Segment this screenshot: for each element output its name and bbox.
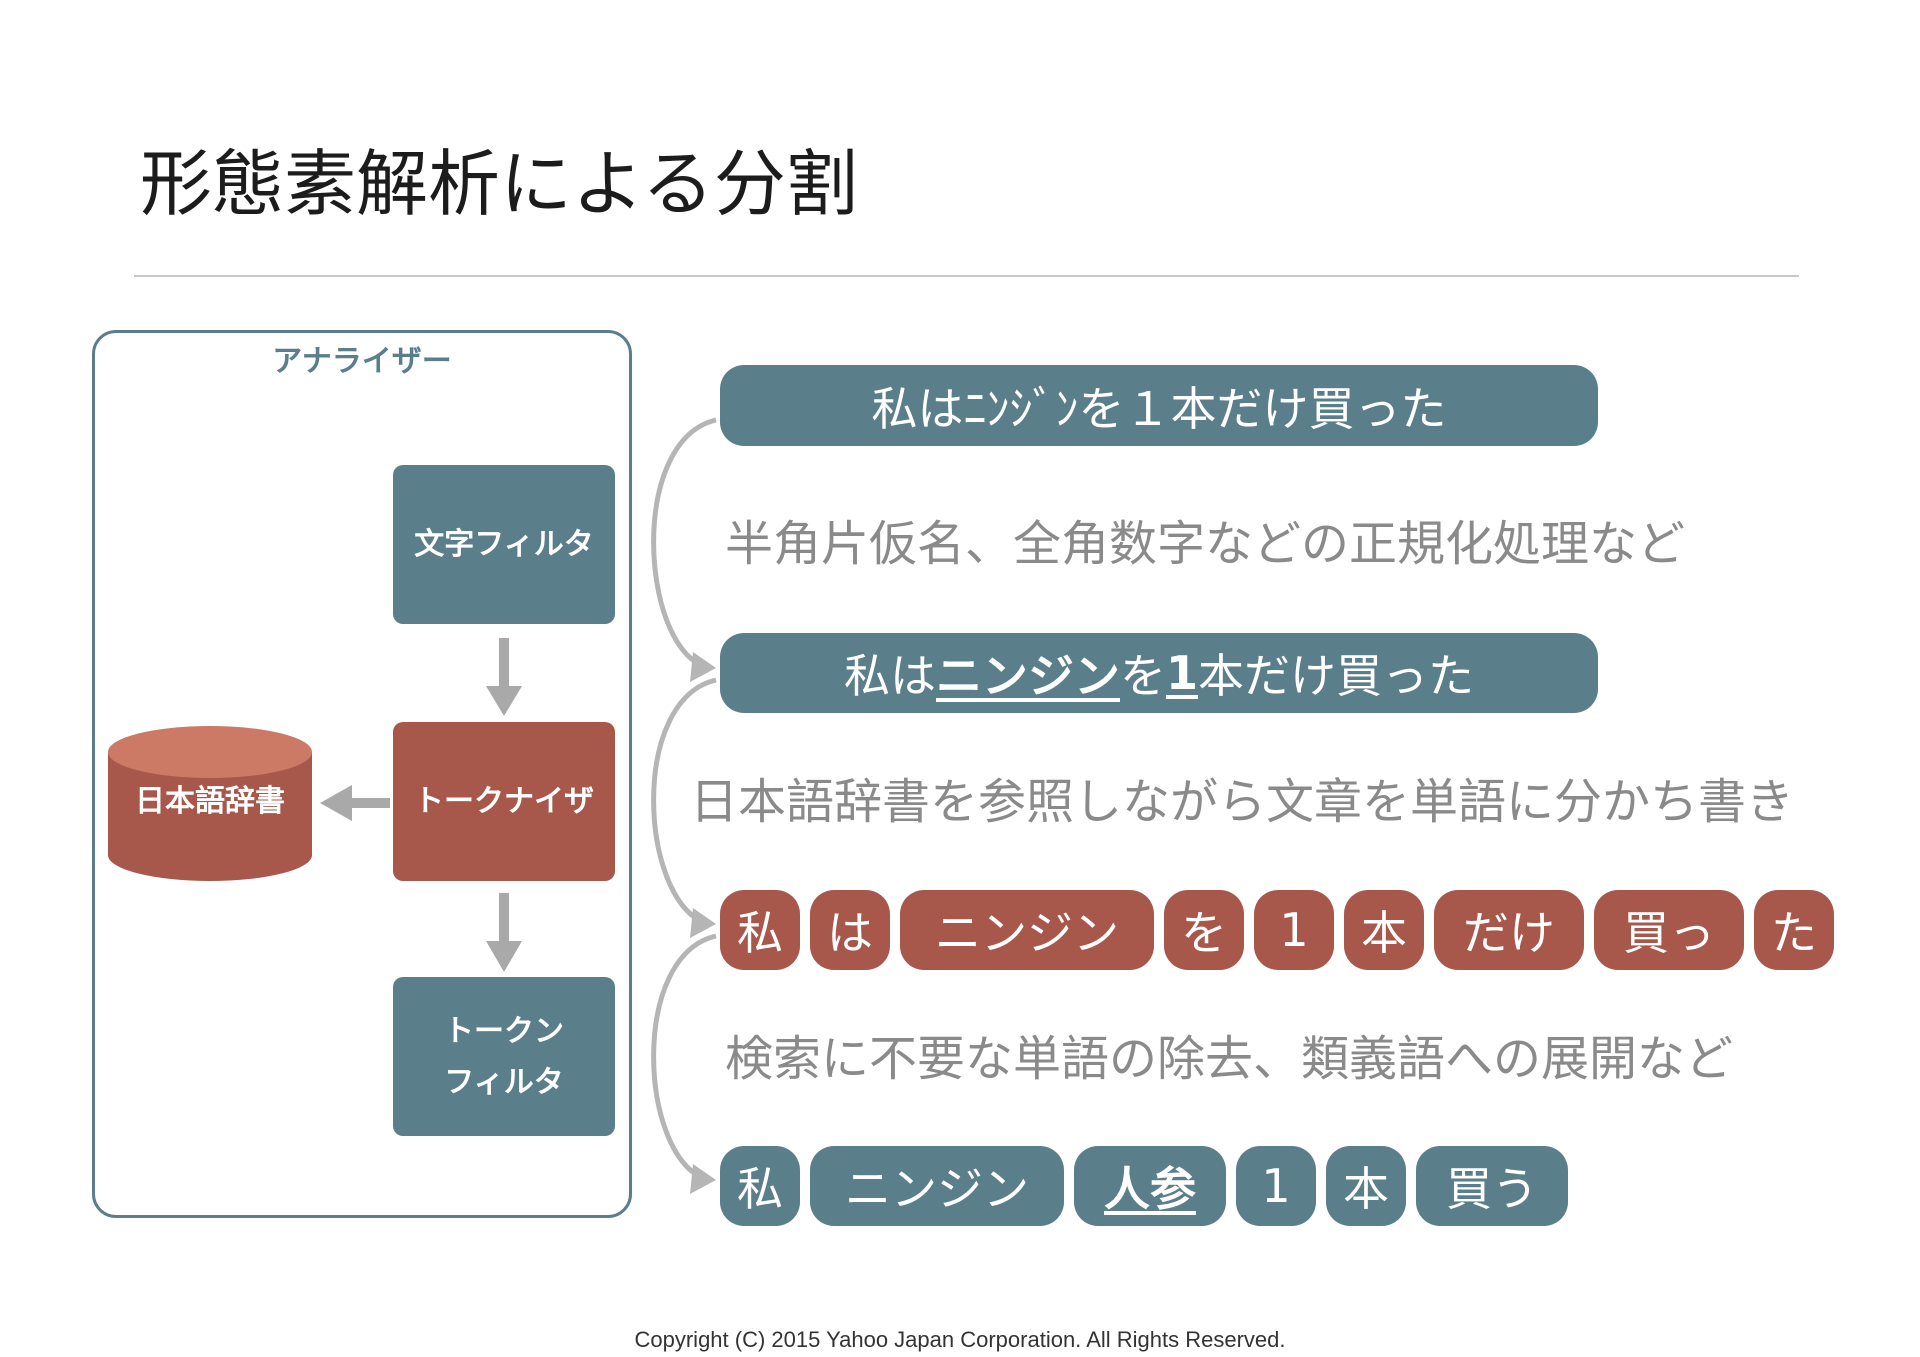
down-arrow-char-to-tokenizer [486,638,522,716]
token-pill: 1 [1254,890,1334,970]
page-title: 形態素解析による分割 [140,142,858,226]
char-filter-box: 文字フィルタ [393,465,615,624]
normalized-part-1: 私は [843,649,936,703]
down-arrow-tokenizer-to-filter [486,893,522,972]
normalized-part-2: ニンジン [935,649,1120,703]
token-text: だけ [1463,906,1555,960]
raw-sentence: 私はﾆﾝｼﾞﾝを１本だけ買った [720,365,1598,446]
analyzer-label: アナライザー [272,344,452,379]
filtered-token-text: 私 [737,1162,783,1216]
token-pill: 本 [1344,890,1424,970]
left-arrow-tokenizer-to-dictionary [320,785,390,821]
token-row: 私 は ニンジン を 1 本 だけ 買っ た [0,890,1920,970]
filtered-token-pill: 人参 [1074,1146,1226,1226]
normalized-part-3: を [1119,649,1166,703]
curved-arrow-1-head [690,652,716,682]
filtered-token-text: 人参 [1104,1162,1196,1216]
filtered-token-text: 買う [1446,1162,1538,1216]
token-text: 1 [1279,903,1309,957]
dictionary-cylinder [108,726,312,881]
curved-arrow-3 [651,933,717,1181]
filtered-token-pill: 買う [1416,1146,1568,1226]
raw-sentence-text: 私はﾆﾝｼﾞﾝを１本だけ買った [871,381,1447,436]
filtered-token-pill: 私 [720,1146,800,1226]
char-filter-label: 文字フィルタ [414,527,594,562]
title-divider [134,275,1799,277]
filtered-token-pill: 1 [1236,1146,1316,1226]
filtered-token-row: 私 ニンジン 人参 1 本 買う [0,1146,1920,1226]
tokenizer-box: トークナイザ [393,722,615,881]
token-pill: は [810,890,890,970]
curved-arrow-3-head [690,1164,716,1194]
token-filter-box: トークン フィルタ [393,977,615,1136]
token-pill: を [1164,890,1244,970]
filtered-token-pill: 本 [1326,1146,1406,1226]
token-text: た [1771,906,1817,960]
filtered-token-text: 1 [1261,1159,1291,1213]
filtered-token-text: 本 [1343,1162,1389,1216]
token-text: 買っ [1623,906,1715,960]
curved-arrow-2 [651,677,717,925]
tokenizer-label: トークナイザ [414,784,594,819]
normalized-part-4: 1 [1165,646,1198,700]
token-pill: 買っ [1594,890,1744,970]
dictionary-label: 日本語辞書 [135,784,285,819]
normalized-part-5: 本だけ買った [1198,649,1474,703]
analyzer-container [92,330,632,1218]
token-filter-label-line2: フィルタ [444,1064,564,1100]
token-text: 私 [737,906,783,960]
token-text: 本 [1361,906,1407,960]
token-text: を [1181,906,1227,960]
token-text: ニンジン [935,906,1119,960]
curved-arrow-2-head [690,908,716,938]
token-pill: た [1754,890,1834,970]
filtered-token-text: ニンジン [845,1162,1029,1216]
char-filter-description: 半角片仮名、全角数字などの正規化処理など [725,516,1686,572]
curved-arrow-1 [651,417,717,669]
token-pill: だけ [1434,890,1584,970]
tokenizer-description: 日本語辞書を参照しながら文章を単語に分かち書き [690,774,1795,830]
token-pill: ニンジン [900,890,1154,970]
copyright-footer: Copyright (C) 2015 Yahoo Japan Corporati… [634,1327,1286,1352]
filtered-token-pill: ニンジン [810,1146,1064,1226]
token-filter-description: 検索に不要な単語の除去、類義語への展開など [725,1031,1734,1087]
token-text: は [827,906,873,960]
token-pill: 私 [720,890,800,970]
token-filter-label-line1: トークン [444,1013,564,1049]
